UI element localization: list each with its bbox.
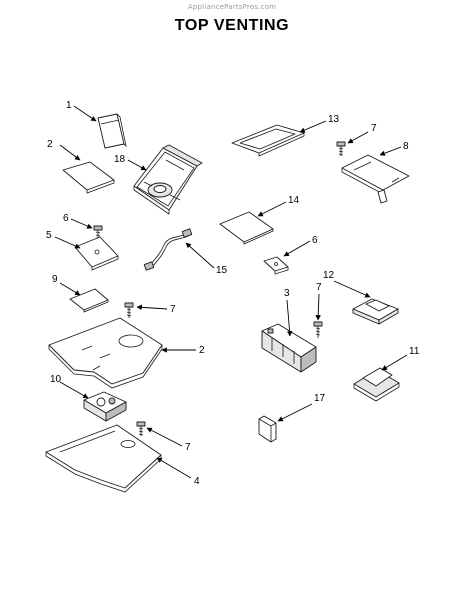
svg-text:11: 11 [409, 346, 420, 357]
callout-7-e: 7 [146, 427, 191, 453]
part-6-bracket[interactable] [263, 256, 289, 275]
svg-text:9: 9 [52, 274, 58, 285]
callout-11: 11 [381, 346, 420, 371]
callout-6: 6 [283, 235, 318, 257]
page-title: TOP VENTING [174, 17, 290, 34]
callout-18: 18 [114, 154, 147, 171]
svg-text:5: 5 [46, 230, 52, 241]
part-17-pad[interactable] [219, 211, 274, 245]
svg-text:8: 8 [403, 141, 409, 152]
svg-text:6: 6 [63, 213, 69, 224]
part-3-assembly[interactable] [261, 323, 317, 373]
watermark-text: AppliancePartsPros.com [187, 3, 277, 11]
svg-text:18: 18 [114, 154, 126, 165]
svg-text:17: 17 [314, 393, 326, 404]
part-9-plate[interactable] [69, 288, 109, 313]
svg-text:15: 15 [216, 265, 228, 276]
svg-text:2: 2 [47, 139, 53, 150]
svg-text:10: 10 [50, 374, 62, 385]
callout-14: 2 [47, 139, 81, 161]
part-7-screw-c[interactable] [124, 302, 134, 318]
part-7-screw-a[interactable] [336, 141, 346, 156]
part-14-pad[interactable] [62, 161, 115, 194]
part-15-bracket[interactable] [258, 415, 277, 443]
callout-10: 10 [50, 374, 89, 399]
svg-text:3: 3 [284, 288, 290, 299]
svg-text:12: 12 [323, 270, 335, 281]
svg-text:6: 6 [312, 235, 318, 246]
callout-7-b: 6 [63, 213, 93, 229]
part-11-bracket[interactable] [353, 367, 400, 402]
part-13-wire-harness[interactable] [143, 228, 193, 271]
part-2-base-plate[interactable] [48, 317, 163, 389]
callout-15: 17 [277, 393, 326, 422]
svg-text:2: 2 [199, 345, 205, 356]
callout-8: 8 [379, 141, 409, 156]
callout-16: 12 [323, 270, 371, 298]
svg-text:1: 1 [66, 100, 72, 111]
callout-7-c: 7 [136, 304, 176, 315]
part-8-bracket[interactable] [341, 154, 410, 204]
part-16-bracket[interactable] [352, 298, 399, 325]
svg-text:7: 7 [170, 304, 176, 315]
svg-text:14: 14 [288, 195, 300, 206]
callout-1: 1 [66, 100, 97, 122]
part-4-plate[interactable] [45, 424, 162, 493]
part-12-frame[interactable] [231, 124, 305, 157]
part-18-vent-housing[interactable] [133, 144, 203, 215]
svg-text:4: 4 [194, 476, 200, 487]
callout-5: 5 [46, 230, 81, 249]
callout-12: 13 [299, 114, 340, 133]
part-10-motor[interactable] [83, 391, 127, 422]
callout-9: 9 [52, 274, 81, 296]
part-7-screw-e[interactable] [136, 421, 146, 436]
callout-7-a: 7 [347, 123, 377, 144]
callout-4: 4 [156, 457, 200, 487]
part-1-panel[interactable] [97, 113, 127, 149]
svg-text:7: 7 [316, 282, 322, 293]
svg-text:7: 7 [371, 123, 377, 134]
callout-13: 15 [185, 242, 228, 276]
callout-3: 3 [284, 288, 293, 337]
svg-text:7: 7 [185, 442, 191, 453]
svg-text:13: 13 [328, 114, 340, 125]
callout-17: 14 [257, 195, 300, 217]
part-5-plate[interactable] [74, 236, 119, 271]
part-7-screw-d[interactable] [313, 321, 323, 338]
callout-2: 2 [161, 345, 205, 356]
callout-7-d: 7 [315, 282, 322, 321]
